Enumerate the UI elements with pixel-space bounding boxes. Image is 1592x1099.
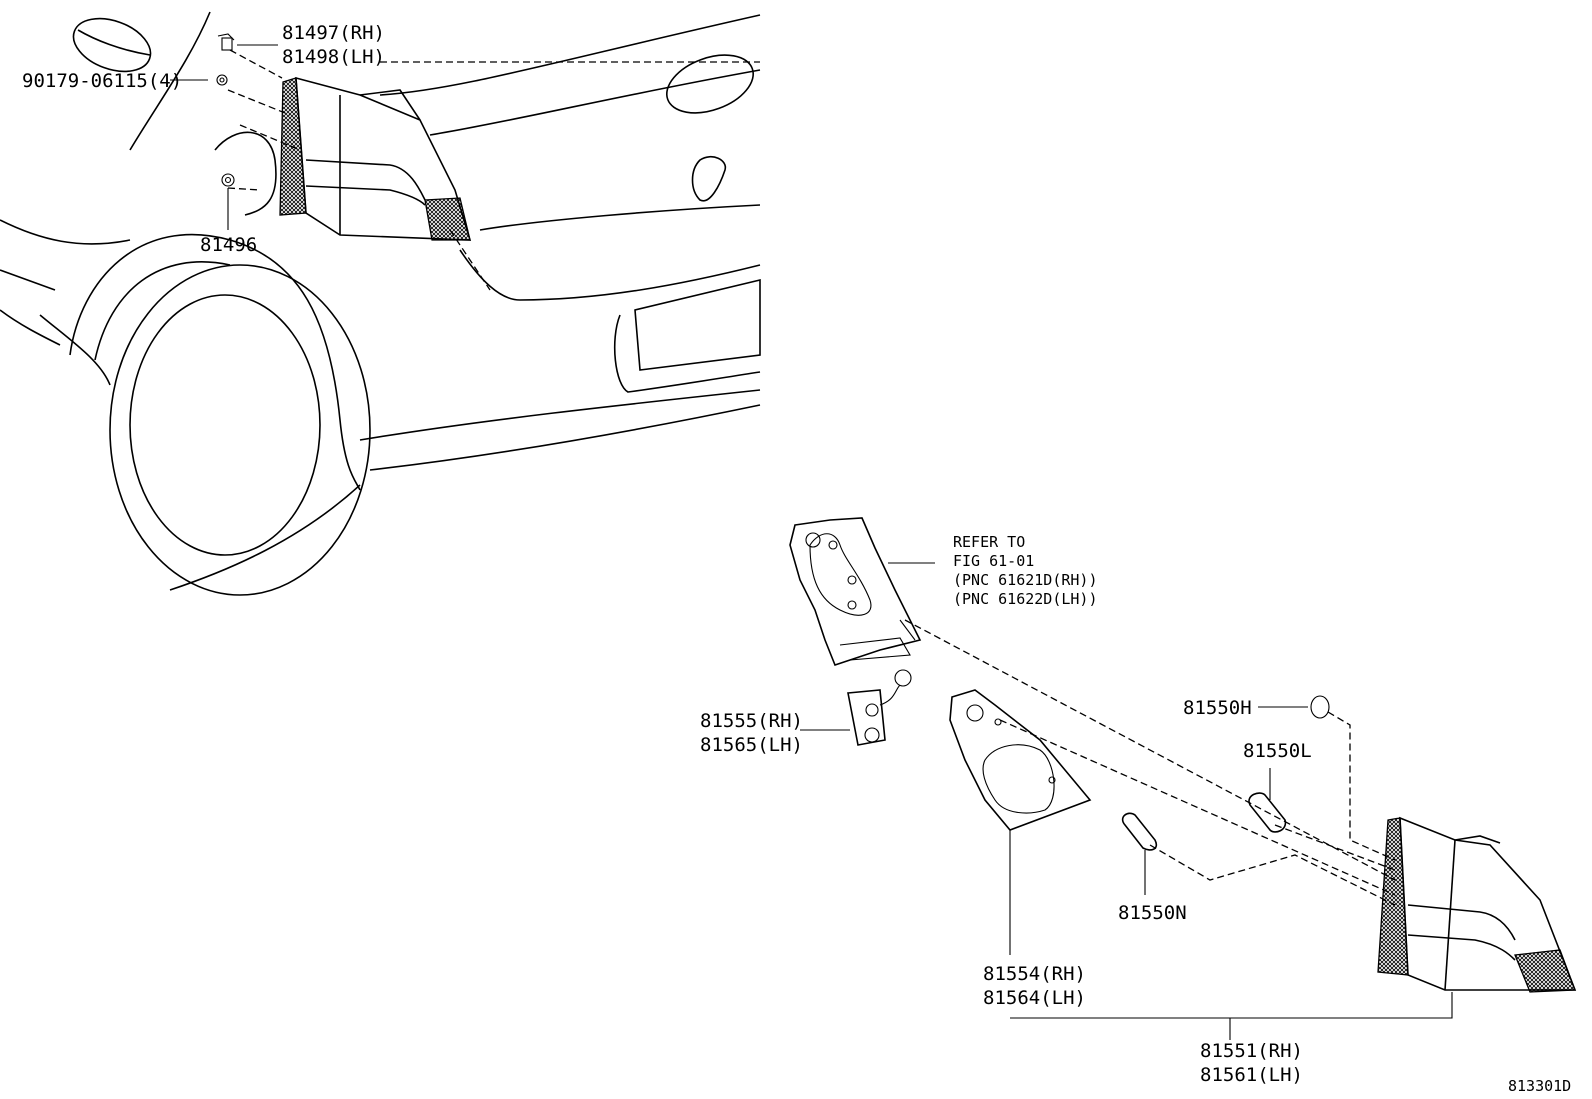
part-label-81497-rh: 81497(RH) xyxy=(282,22,385,44)
part-label-81551-rh: 81551(RH) xyxy=(1200,1040,1303,1062)
refer-pnc-lh-label: (PNC 61622D(LH)) xyxy=(953,590,1098,608)
part-label-81550h: 81550H xyxy=(1183,697,1252,719)
part-label-81561-lh: 81561(LH) xyxy=(1200,1064,1303,1086)
leader-lines xyxy=(170,44,1453,1040)
vehicle-rear-body xyxy=(0,11,761,596)
part-label-81554-rh: 81554(RH) xyxy=(983,963,1086,985)
part-label-81496: 81496 xyxy=(200,234,258,256)
part-label-81550l: 81550L xyxy=(1243,740,1312,762)
exploded-lamp-parts xyxy=(789,517,1577,993)
part-label-81555-rh: 81555(RH) xyxy=(700,710,803,732)
part-label-81565-lh: 81565(LH) xyxy=(700,734,803,756)
part-label-81564-lh: 81564(LH) xyxy=(983,987,1086,1009)
part-label-81498-lh: 81498(LH) xyxy=(282,46,385,68)
refer-to-label: REFER TO xyxy=(953,533,1026,551)
refer-pnc-rh-label: (PNC 61621D(RH)) xyxy=(953,571,1098,589)
refer-fig-label: FIG 61-01 xyxy=(953,552,1035,570)
part-label-90179-06115: 90179-06115(4) xyxy=(22,70,183,92)
part-label-81550n: 81550N xyxy=(1118,902,1187,924)
figure-code: 813301D xyxy=(1508,1077,1572,1095)
